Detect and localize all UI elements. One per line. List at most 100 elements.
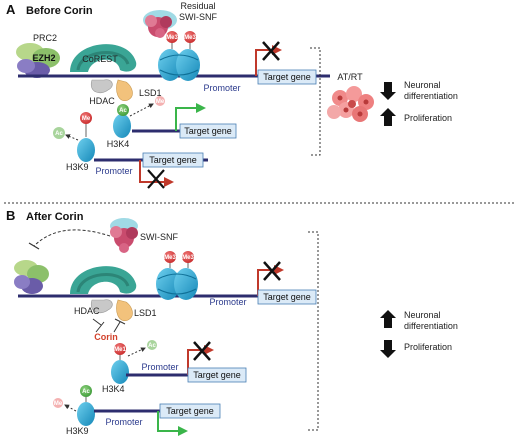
target-gene-box-a2 — [179, 123, 237, 139]
corin-inhibits-hdac — [92, 318, 105, 333]
bracket-b — [308, 231, 319, 431]
me-released-b — [53, 398, 63, 408]
h3k4-label-a: H3K4 — [107, 139, 130, 149]
lsd1-label-b: LSD1 — [134, 308, 157, 318]
atrt-tumor-cells — [327, 86, 374, 122]
target-gene-box-b2 — [187, 367, 247, 383]
residual-label: Residual — [180, 1, 215, 11]
repressed-cross-b1 — [263, 261, 281, 281]
residual-swi-snf-complex — [143, 10, 177, 38]
target-gene-label-b1: Target gene — [263, 292, 311, 302]
lsd1-label-a: LSD1 — [139, 88, 162, 98]
tss-arrow-b3 — [157, 411, 188, 436]
nucleosome-h3k4-b — [111, 360, 129, 384]
ac-mark-b2 — [80, 385, 92, 397]
inhibition-swi-prc2 — [33, 229, 111, 247]
target-gene-box-b1 — [257, 289, 317, 305]
nucleosome-pair-a1 — [158, 49, 200, 81]
me3-label-b1: Me3 — [164, 255, 176, 261]
tss-arrow-a3 — [139, 160, 174, 187]
nucleosome-pair-b1 — [156, 268, 198, 300]
repressed-cross-b2 — [193, 341, 211, 361]
corest-label: CoREST — [82, 54, 118, 64]
me3-label-a1: Me3 — [166, 35, 178, 41]
hdac-label-a: HDAC — [89, 96, 115, 106]
me-mark-a2 — [80, 112, 92, 124]
tss-arrow-a2 — [175, 103, 206, 131]
prc2-complex-b — [14, 260, 49, 294]
corin-label: Corin — [94, 332, 118, 342]
ac-mark-a1 — [117, 104, 129, 116]
corest-complex — [70, 44, 137, 72]
nucleosome-h3k4-a — [113, 114, 131, 138]
effect-a2: Proliferation — [404, 113, 452, 123]
panel-a-letter: A — [6, 2, 16, 17]
me3-mark-a1 — [166, 31, 178, 43]
me3-label-a2: Me3 — [184, 35, 196, 41]
me1-mark-b — [114, 343, 126, 355]
repressed-cross-a2 — [147, 169, 165, 189]
ac-label-a2: Ac — [55, 131, 63, 137]
me1-label-b: Me1 — [114, 347, 126, 353]
bracket-a — [310, 47, 321, 156]
target-gene-label-b3: Target gene — [166, 406, 214, 416]
target-gene-label-b2: Target gene — [193, 370, 241, 380]
panel-b: B After Corin SWI-SNF — [6, 208, 458, 436]
panel-a: A Before Corin Residual SWI-SNF PRC2 EZH… — [6, 1, 458, 189]
effect-b2: Proliferation — [404, 342, 452, 352]
me3-label-b2: Me3 — [182, 255, 194, 261]
repressed-cross-a1 — [262, 41, 280, 61]
up-arrow-a — [380, 108, 396, 126]
target-gene-label-a3: Target gene — [149, 155, 197, 165]
me3-mark-b2 — [182, 251, 194, 263]
ac-released-b — [147, 340, 157, 350]
hdac-protein-a — [90, 79, 113, 93]
panel-b-letter: B — [6, 208, 15, 223]
h3k9-label-a: H3K9 — [66, 162, 89, 172]
lsd1-protein-a — [116, 79, 133, 101]
me3-mark-b1 — [164, 251, 176, 263]
prc2-complex — [16, 43, 60, 78]
corest-complex-b — [70, 266, 137, 294]
me-label-a2: Me — [82, 116, 91, 122]
ac-label-b2: Ac — [82, 389, 90, 395]
atrt-label: AT/RT — [337, 72, 363, 82]
down-arrow-b — [380, 340, 396, 358]
target-gene-box-b3 — [159, 403, 221, 419]
hdac-label-b: HDAC — [74, 306, 100, 316]
promoter-label-b1: Promoter — [209, 297, 246, 307]
hdac-protein-b — [90, 299, 113, 313]
ac-label-b1: Ac — [148, 343, 156, 349]
me-released-a1 — [155, 96, 165, 106]
panel-a-title: Before Corin — [26, 5, 93, 17]
up-arrow-b — [380, 310, 396, 328]
swi-snf-label-b: SWI-SNF — [140, 232, 178, 242]
promoter-label-b2: Promoter — [141, 362, 178, 372]
target-gene-box-a1 — [257, 69, 317, 85]
lsd1-protein-b — [116, 299, 133, 321]
nucleosome-h3k9-a — [77, 138, 95, 162]
panel-b-title: After Corin — [26, 211, 84, 223]
corin-inhibits-lsd1 — [113, 318, 126, 333]
nucleosome-h3k9-b — [77, 402, 95, 426]
promoter-label-b3: Promoter — [105, 417, 142, 427]
promoter-label-a2: Promoter — [95, 166, 132, 176]
promoter-label-a1: Promoter — [203, 83, 240, 93]
me-label-a1: Me — [156, 99, 165, 105]
down-arrow-a — [380, 82, 396, 100]
ac-released-a — [53, 127, 65, 139]
target-gene-label-a2: Target gene — [184, 126, 232, 136]
target-gene-label-a1: Target gene — [263, 72, 311, 82]
swi-snf-label-a: SWI-SNF — [179, 12, 217, 22]
swi-snf-complex-b — [110, 218, 138, 253]
ezh2-label: EZH2 — [32, 53, 55, 63]
target-gene-box-a3 — [142, 152, 204, 168]
me3-mark-a2 — [184, 31, 196, 43]
h3k4-label-b: H3K4 — [102, 384, 125, 394]
me-label-b: Me — [54, 401, 63, 407]
h3k9-label-b: H3K9 — [66, 426, 89, 436]
ac-label-a1: Ac — [119, 108, 127, 114]
